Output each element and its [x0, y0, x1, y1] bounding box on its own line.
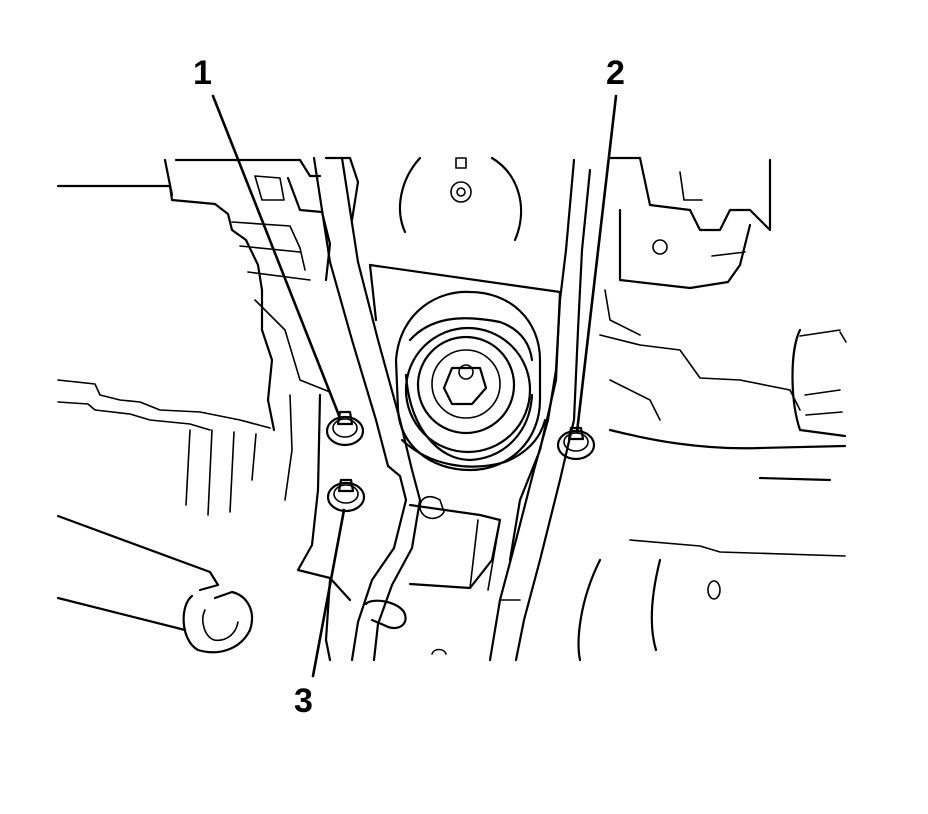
callout-3-label: 3: [294, 682, 313, 720]
upper-left-nut: [325, 410, 365, 447]
callout-3-leader: [311, 508, 346, 678]
left-body-panel: [56, 158, 276, 516]
callout-2-leader: [575, 94, 618, 434]
strut-tower-panel: [284, 263, 562, 630]
lower-center-detail: [324, 578, 447, 662]
strut-mount: [394, 290, 547, 472]
callout-1-label: 1: [193, 54, 212, 92]
upper-mount-cap: [398, 156, 523, 242]
upper-right-bracket: [604, 156, 772, 336]
right-strut-arm: [488, 158, 592, 662]
callout-1-leader: [211, 94, 342, 420]
right-floor-panel: [577, 328, 847, 662]
callout-2-label: 2: [606, 54, 625, 92]
brake-line-clip: [56, 514, 254, 654]
lower-left-nut: [326, 478, 366, 513]
cable-tube: [312, 156, 422, 662]
